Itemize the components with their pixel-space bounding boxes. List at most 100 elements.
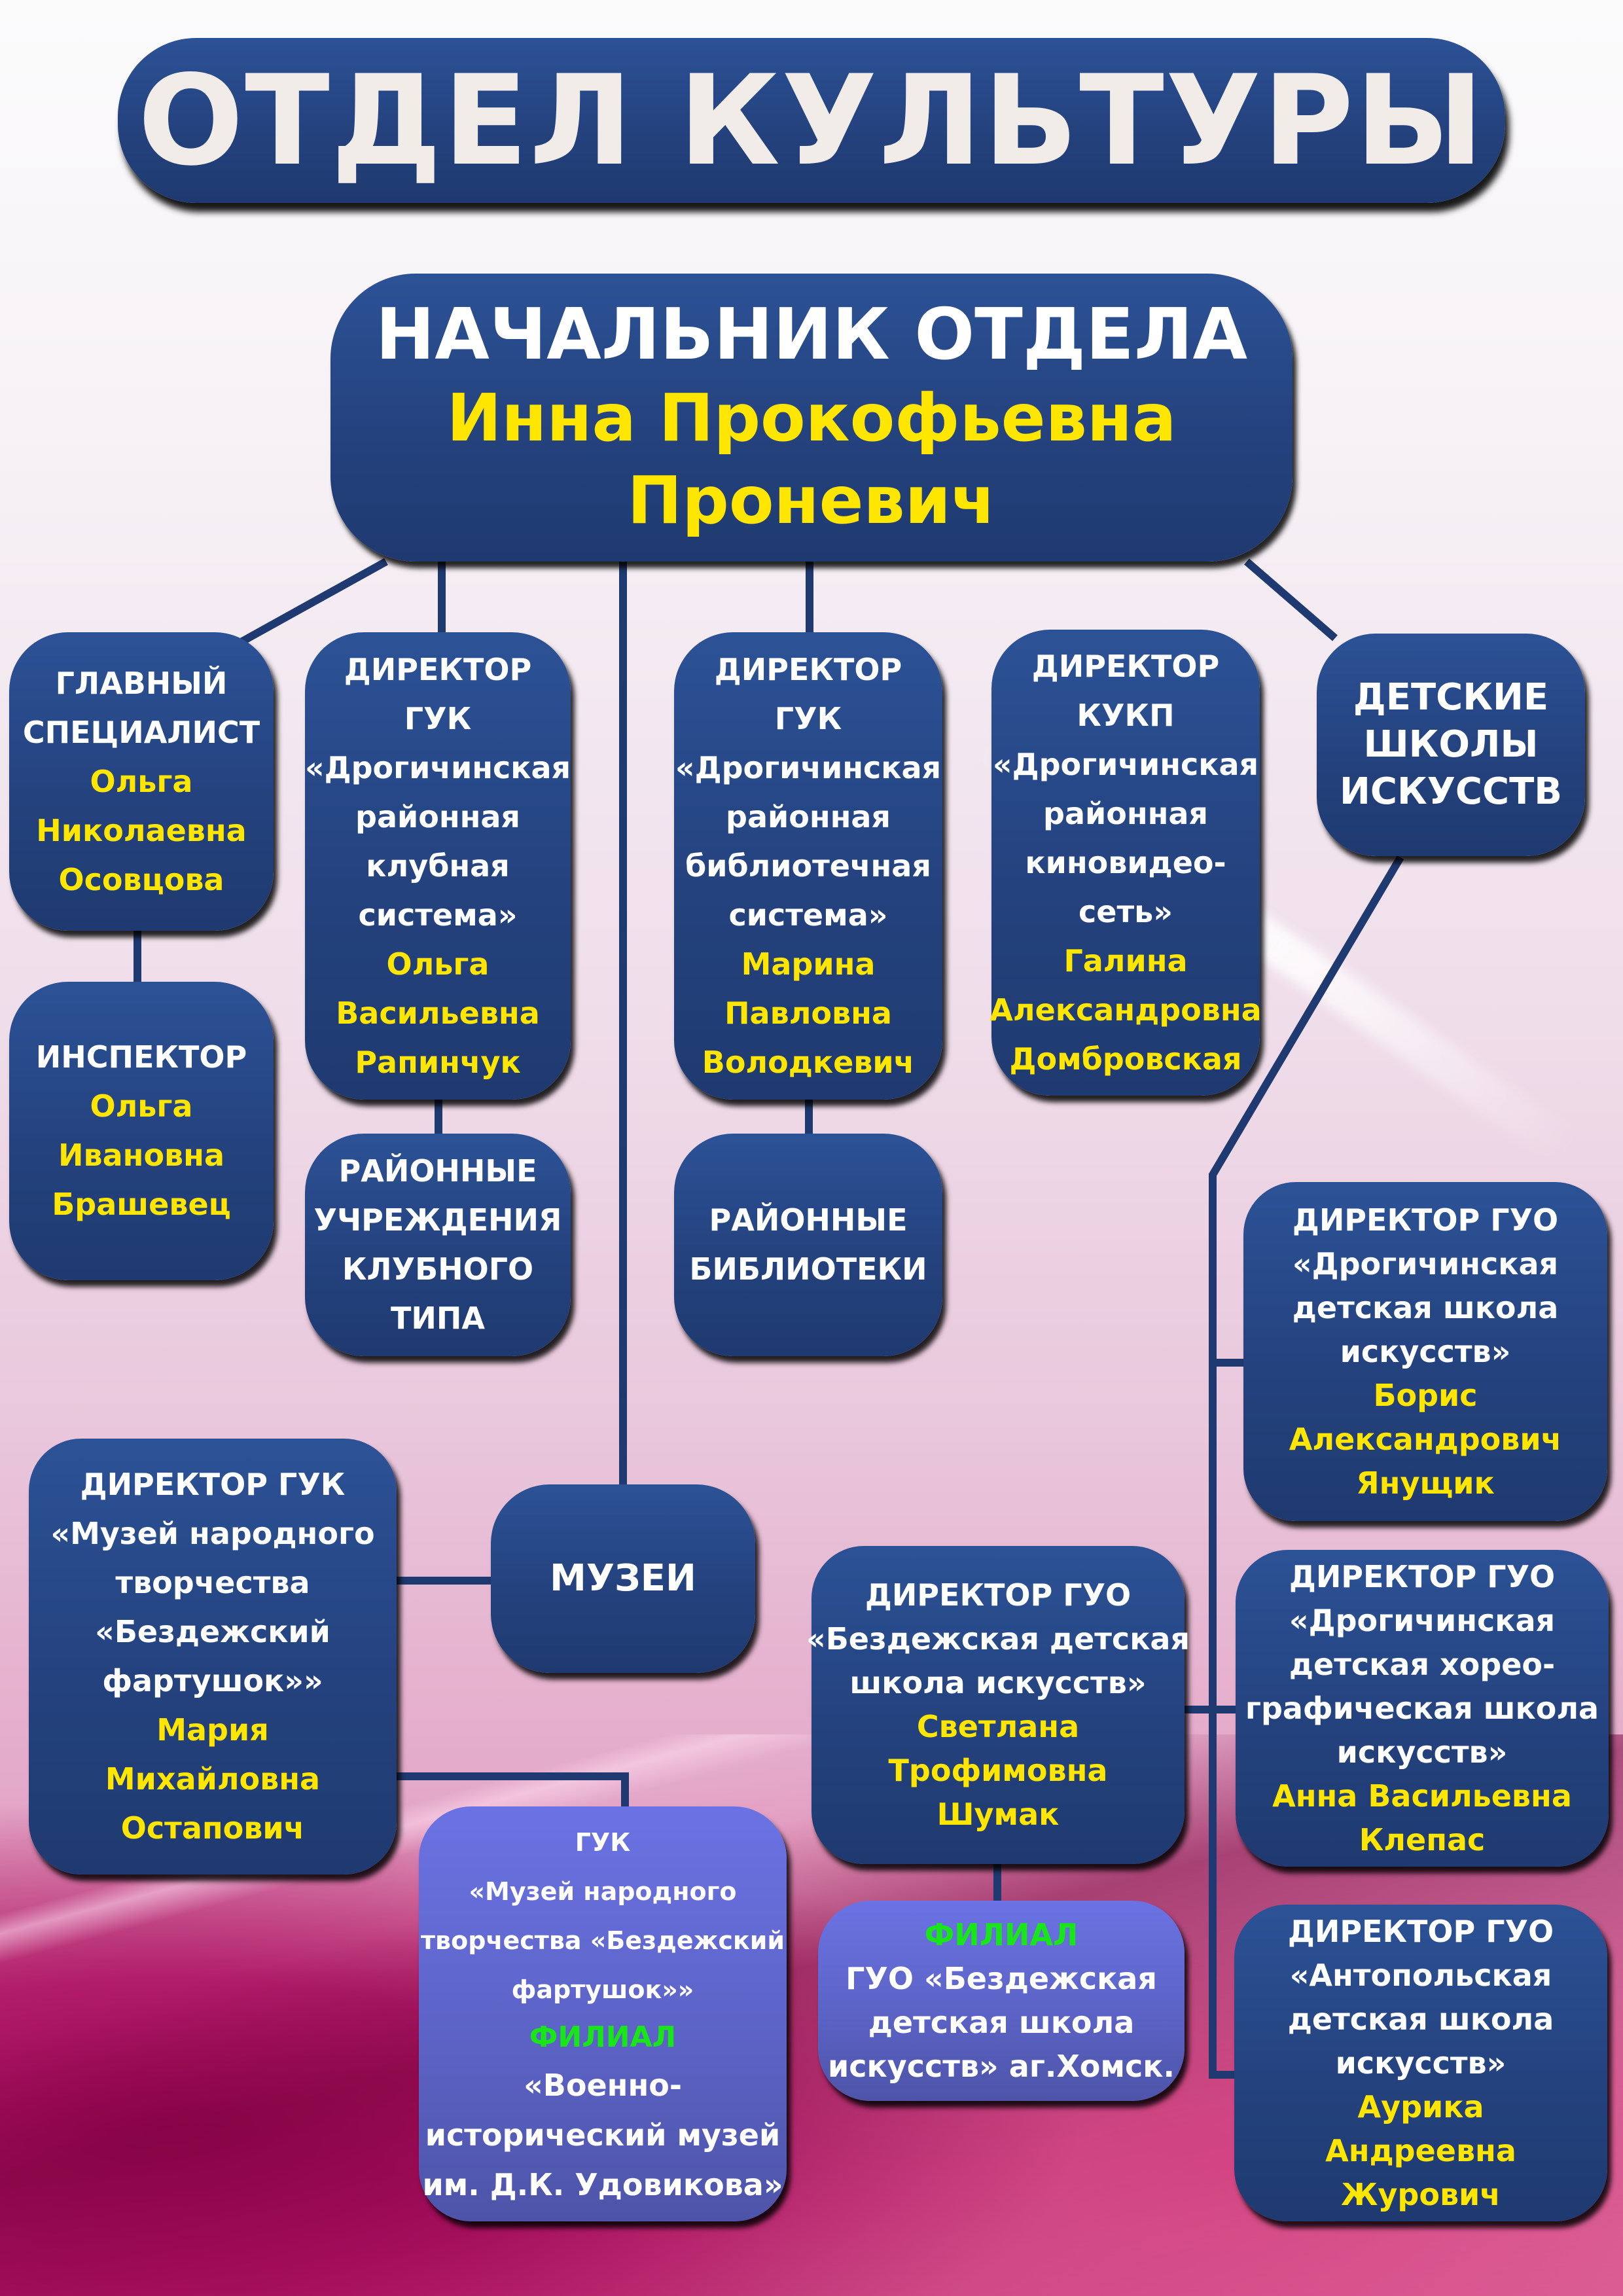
role-line: детская школа bbox=[1287, 2001, 1554, 2037]
branch-line: исторический музей bbox=[425, 2117, 781, 2153]
role-line: искусств» аг.Хомск. bbox=[828, 2049, 1175, 2084]
node-library-system-director: ДИРЕКТОР ГУК «Дрогичинская районная библ… bbox=[674, 632, 942, 1100]
role-line: ГУК bbox=[404, 700, 472, 736]
role-line: искусств» bbox=[1340, 1333, 1511, 1369]
name-line: Янущик bbox=[1356, 1465, 1495, 1501]
node-museum-branch: ГУК «Музей народного творчества «Бездежс… bbox=[419, 1806, 787, 2221]
node-school-bezdezh-branch: ФИЛИАЛ ГУО «Бездежская детская школа иск… bbox=[818, 1901, 1185, 2101]
name-line: Аурика bbox=[1357, 2089, 1484, 2125]
role-line: КУКП bbox=[1077, 697, 1175, 733]
connector-museum-director-branch bbox=[396, 1772, 629, 1813]
name-line: Ивановна bbox=[58, 1138, 224, 1173]
name-line: Домбровская bbox=[1009, 1041, 1242, 1077]
node-inspector: ИНСПЕКТОР Ольга Ивановна Брашевец bbox=[9, 982, 274, 1280]
role-line: ДИРЕКТОР ГУО bbox=[865, 1577, 1132, 1613]
name-line: Остапович bbox=[120, 1810, 305, 1846]
role-line: искусств» bbox=[1336, 1734, 1508, 1770]
role-line: ГУК bbox=[774, 700, 842, 736]
role-line: КЛУБНОГО bbox=[342, 1251, 534, 1287]
role-line: графическая школа bbox=[1245, 1690, 1599, 1726]
branch-label: ФИЛИАЛ bbox=[924, 1917, 1079, 1952]
role-line: БИБЛИОТЕКИ bbox=[689, 1251, 927, 1287]
role-line: «Дрогичинская bbox=[1289, 1602, 1556, 1638]
branch-line: «Военно- bbox=[524, 2068, 682, 2103]
role-line: ДИРЕКТОР ГУО bbox=[1287, 1913, 1554, 1949]
connector-art-schools-trunk bbox=[1209, 855, 1404, 2079]
name-line: Ольга bbox=[90, 1088, 193, 1124]
role-line: творчества bbox=[115, 1565, 310, 1600]
role-line: клубная bbox=[366, 848, 510, 884]
name-line: Светлана bbox=[916, 1709, 1080, 1744]
role-line: «Музей народного bbox=[50, 1516, 375, 1551]
name-line: Андреевна bbox=[1325, 2132, 1516, 2168]
role-line: система» bbox=[728, 897, 888, 933]
role-line: ДИРЕКТОР ГУК bbox=[80, 1467, 346, 1502]
role-line: районная bbox=[726, 798, 891, 834]
name-line: Трофимовна bbox=[888, 1753, 1108, 1788]
node-school-choreographic: ДИРЕКТОР ГУО «Дрогичинская детская хорео… bbox=[1236, 1550, 1609, 1867]
node-chief-specialist: ГЛАВНЫЙ СПЕЦИАЛИСТ Ольга Николаевна Осов… bbox=[9, 632, 274, 931]
role-line: ШКОЛЫ bbox=[1363, 723, 1539, 766]
role-line: РАЙОННЫЕ bbox=[338, 1153, 537, 1189]
role-line: «Музей народного bbox=[469, 1877, 737, 1906]
node-district-libraries: РАЙОННЫЕ БИБЛИОТЕКИ bbox=[674, 1134, 942, 1356]
role-line: ДИРЕКТОР ГУО bbox=[1292, 1202, 1559, 1238]
role-line: «Дрогичинская bbox=[304, 749, 571, 785]
node-club-institutions: РАЙОННЫЕ УЧРЕЖДЕНИЯ КЛУБНОГО ТИПА bbox=[305, 1134, 571, 1356]
name-line: Анна Васильевна bbox=[1272, 1778, 1572, 1814]
role-line: ГУО «Бездежская bbox=[846, 1961, 1157, 1996]
name-line: Александровна bbox=[990, 992, 1262, 1028]
name-line: Журович bbox=[1341, 2176, 1501, 2212]
role-line: детская хорео- bbox=[1289, 1646, 1556, 1682]
name-line: Володкевич bbox=[702, 1044, 915, 1080]
connector-head-art-schools bbox=[1244, 558, 1338, 641]
role-line: ГУК bbox=[575, 1828, 631, 1857]
node-childrens-art-schools: ДЕТСКИЕ ШКОЛЫ ИСКУССТВ bbox=[1317, 634, 1585, 856]
role-line: СПЕЦИАЛИСТ bbox=[22, 714, 260, 750]
node-museum-director: ДИРЕКТОР ГУК «Музей народного творчества… bbox=[29, 1439, 397, 1874]
role-line: «Антопольская bbox=[1289, 1957, 1552, 1993]
name-line: Николаевна bbox=[36, 812, 247, 848]
branch-line: им. Д.К. Удовикова» bbox=[422, 2167, 783, 2202]
name-line: Галина bbox=[1063, 942, 1188, 978]
role-line: ИСКУССТВ bbox=[1340, 770, 1562, 813]
node-school-antopol: ДИРЕКТОР ГУО «Антопольская детская школа… bbox=[1234, 1905, 1607, 2221]
node-school-bezdezh: ДИРЕКТОР ГУО «Бездежская детская школа и… bbox=[806, 1546, 1190, 1864]
node-cinema-network-director: ДИРЕКТОР КУКП «Дрогичинская районная кин… bbox=[990, 630, 1262, 1096]
role-line: ДИРЕКТОР bbox=[344, 651, 532, 687]
head-name-line-1: Инна Прокофьевна bbox=[446, 380, 1177, 456]
name-line: Ольга bbox=[90, 763, 193, 799]
name-line: Ольга bbox=[386, 946, 490, 982]
name-line: Брашевец bbox=[52, 1187, 231, 1222]
role-line: ДИРЕКТОР bbox=[1031, 648, 1220, 684]
role-line: система» bbox=[358, 897, 518, 933]
role-line: библиотечная bbox=[685, 848, 931, 884]
name-line: Павловна bbox=[724, 995, 892, 1031]
role-line: «Дрогичинская bbox=[675, 749, 942, 785]
role-line: РАЙОННЫЕ bbox=[709, 1202, 908, 1238]
head-name-line-2: Проневич bbox=[627, 462, 996, 539]
page-title-text: ОТДЕЛ КУЛЬТУРЫ bbox=[137, 48, 1486, 193]
role-line: ДЕТСКИЕ bbox=[1353, 676, 1549, 719]
role-line: искусств» bbox=[1335, 2045, 1507, 2081]
name-line: Мария bbox=[156, 1712, 269, 1748]
role-line: ИНСПЕКТОР bbox=[35, 1039, 247, 1075]
connector-head-chief-specialist bbox=[240, 558, 388, 645]
node-school-drogichin: ДИРЕКТОР ГУО «Дрогичинская детская школа… bbox=[1243, 1182, 1607, 1521]
name-line: Осовцова bbox=[58, 861, 224, 897]
node-museums: МУЗЕИ bbox=[491, 1484, 755, 1673]
name-line: Васильевна bbox=[336, 995, 540, 1031]
role-line: «Бездежский bbox=[95, 1614, 330, 1649]
role-line: «Дрогичинская bbox=[1292, 1246, 1559, 1282]
role-line: ДИРЕКТОР bbox=[714, 651, 902, 687]
role-line: УЧРЕЖДЕНИЯ bbox=[313, 1202, 562, 1238]
role-line: ДИРЕКТОР ГУО bbox=[1289, 1558, 1556, 1594]
branch-label: ФИЛИАЛ bbox=[529, 2020, 677, 2054]
role-line: МУЗЕИ bbox=[550, 1557, 696, 1600]
page-title: ОТДЕЛ КУЛЬТУРЫ bbox=[118, 38, 1505, 203]
role-line: творчества «Бездежский bbox=[421, 1926, 785, 1955]
name-line: Борис bbox=[1373, 1377, 1478, 1413]
name-line: Михайловна bbox=[105, 1761, 321, 1797]
role-line: районная bbox=[1043, 795, 1208, 831]
